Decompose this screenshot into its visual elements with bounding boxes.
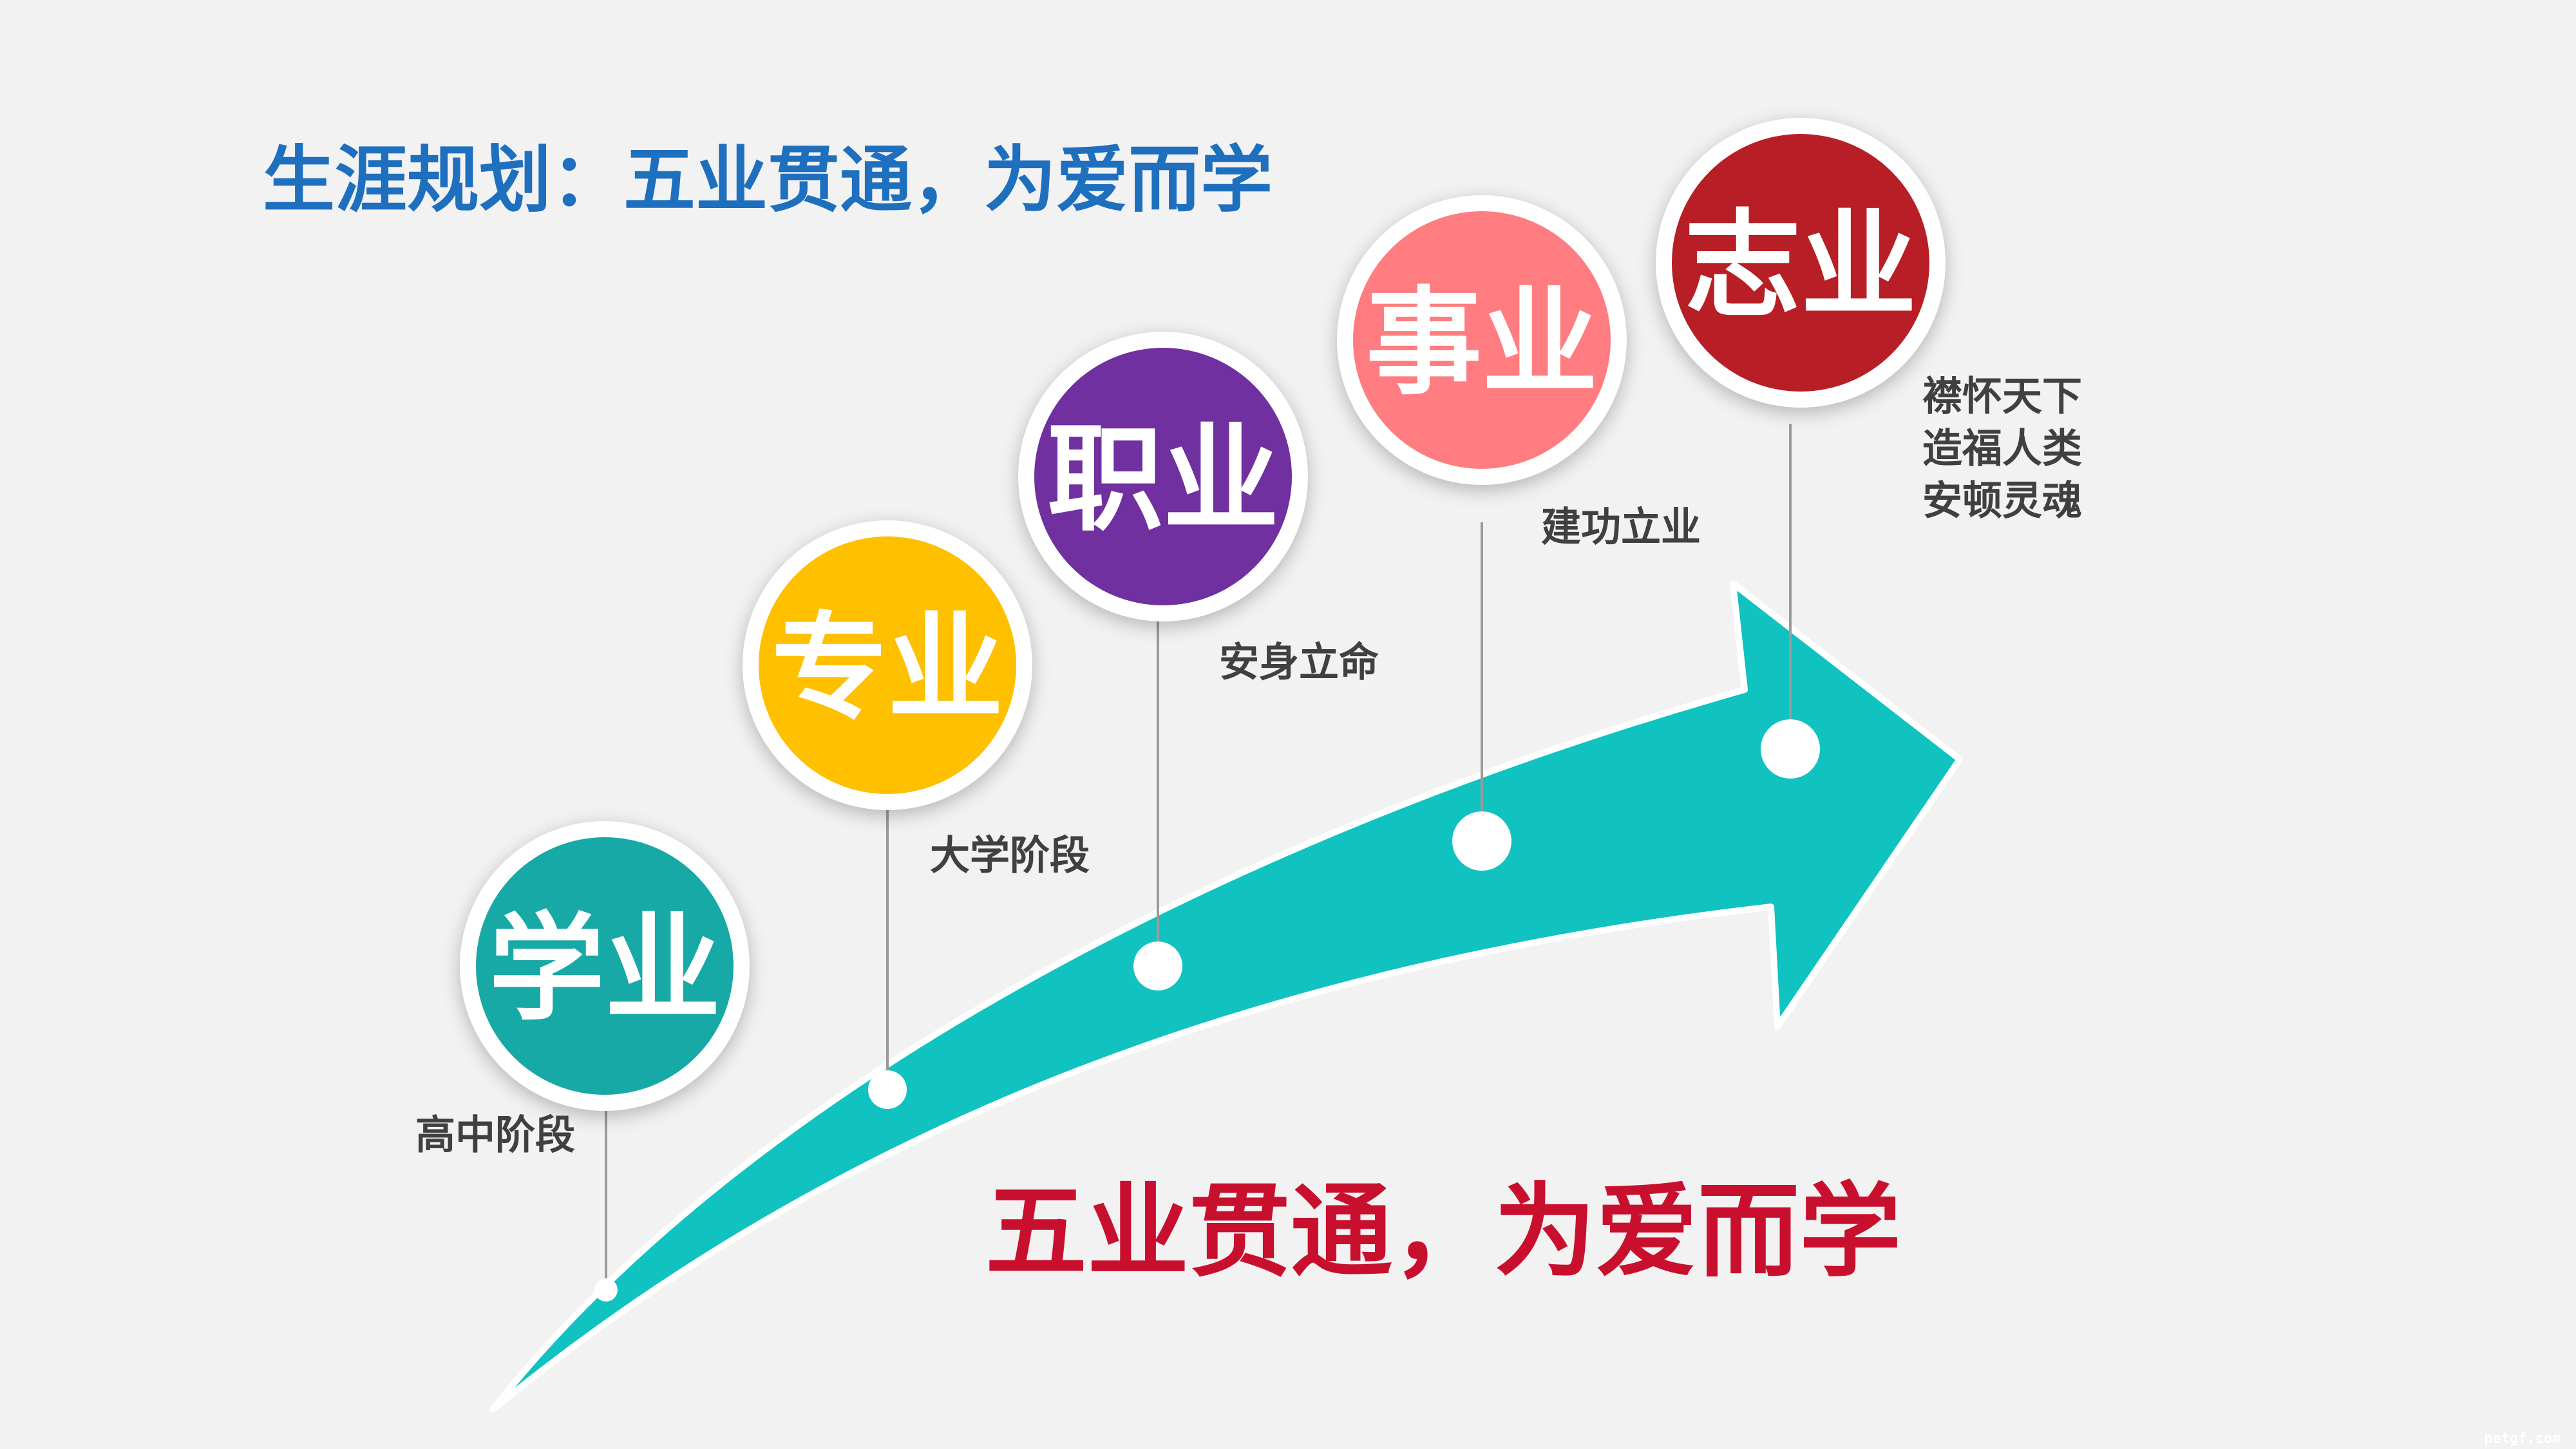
stage-label: 安顿灵魂: [1922, 477, 2082, 524]
stage-circle: [1353, 211, 1611, 469]
growth-arrow: [489, 580, 1963, 1413]
stage-badge-xueye: 学业: [460, 821, 750, 1111]
stage-label: 高中阶段: [415, 1112, 575, 1159]
stage-circle: [476, 837, 734, 1095]
stage-label: 建功立业: [1541, 504, 1701, 551]
stage-name: 学业: [489, 902, 721, 1037]
stage-circle: [759, 536, 1016, 794]
slogan: 五业贯通，为爱而学: [985, 1173, 1901, 1291]
stage-labels: 高中阶段 大学阶段 安身立命 建功立业 襟怀天下 造福人类 安顿灵魂: [415, 373, 2082, 1159]
stage-label: 造福人类: [1922, 425, 2082, 472]
stage-badge-zhiye-aspiration: 志业: [1656, 118, 1946, 408]
milestone-dot: [868, 1070, 907, 1109]
stage-badge-zhiye: 职业: [1018, 332, 1308, 621]
stage-badge-shiye: 事业: [1337, 195, 1627, 485]
slide-title: 生涯规划：五业贯通，为爱而学: [263, 138, 1273, 222]
stage-label: 安身立命: [1219, 639, 1379, 686]
stage-name: 志业: [1685, 199, 1917, 334]
stage-badge-zhuanye: 专业: [743, 520, 1032, 810]
stage-circle: [1034, 348, 1292, 605]
milestone-dot: [1133, 942, 1182, 990]
stage-circle: [1672, 134, 1929, 392]
milestone-dots: [594, 719, 1820, 1302]
watermark: petgf.com: [2484, 1431, 2561, 1447]
milestone-dot: [594, 1278, 618, 1302]
milestone-dot: [1761, 719, 1820, 779]
stage-label: 大学阶段: [930, 832, 1090, 879]
stage-name: 专业: [772, 601, 1003, 736]
stage-name: 事业: [1366, 276, 1598, 411]
stage-label: 襟怀天下: [1922, 373, 2082, 420]
stage-name: 职业: [1047, 413, 1279, 547]
connector-lines: [605, 424, 1792, 1290]
milestone-dot: [1452, 811, 1511, 871]
